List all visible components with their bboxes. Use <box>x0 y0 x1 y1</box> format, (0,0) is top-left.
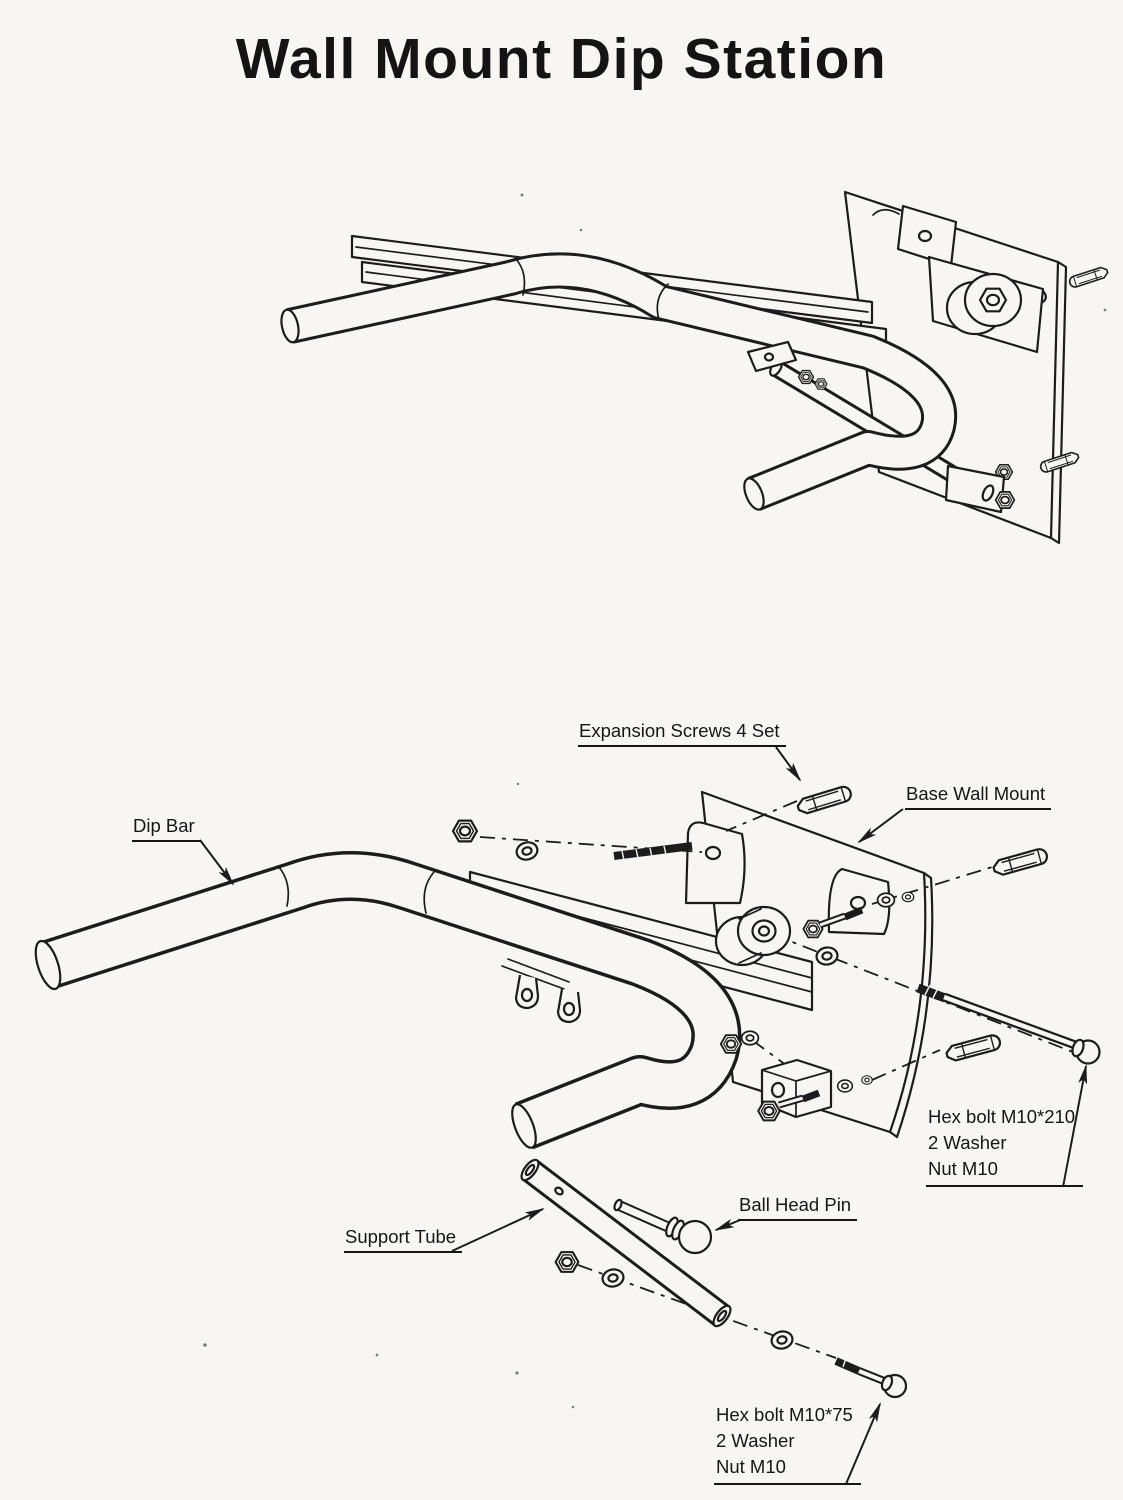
pivot-bushing <box>927 255 1045 354</box>
hex-bolt-head <box>994 491 1016 509</box>
pivot-bushing-exploded <box>714 905 792 967</box>
label-hex-bolt-75: Hex bolt M10*75 2 Washer Nut M10 <box>714 1402 861 1485</box>
label-support-tube: Support Tube <box>344 1225 463 1254</box>
assembled-view <box>280 190 1110 545</box>
hex-bolt-m10-210 <box>916 983 1101 1065</box>
label-hex-bolt-210: Hex bolt M10*210 2 Washer Nut M10 <box>926 1104 1084 1187</box>
ball-head-pin <box>613 1198 713 1255</box>
leader-dip-bar <box>199 839 235 886</box>
leader-arrows <box>199 746 1088 1485</box>
hex-bolt-75-line3: Nut M10 <box>716 1456 786 1477</box>
bar-clamp <box>746 340 828 390</box>
scan-speckles <box>203 193 1107 1409</box>
support-tube-exploded <box>520 1158 732 1328</box>
pivot-bolt-threads <box>613 842 693 861</box>
label-expansion-screws: Expansion Screws 4 Set <box>578 719 786 748</box>
bar-mount-tabs <box>501 958 582 1024</box>
hex-bolt-210-line1: Hex bolt M10*210 <box>928 1106 1076 1127</box>
exploded-view <box>34 783 1101 1399</box>
label-dip-bar: Dip Bar <box>132 814 201 843</box>
hex-bolt-210-line2: 2 Washer <box>928 1132 1007 1153</box>
leader-support-tube <box>451 1208 545 1252</box>
leader-hex-bolt-75 <box>845 1402 881 1485</box>
hex-bolt-75-line2: 2 Washer <box>716 1430 795 1451</box>
hex-bolt-210-line3: Nut M10 <box>928 1158 998 1179</box>
label-ball-head-pin-text: Ball Head Pin <box>738 1193 858 1222</box>
leader-hex-bolt-210 <box>1062 1064 1088 1188</box>
dip-bar-assembled <box>280 252 958 511</box>
dip-bar-exploded <box>34 851 742 1150</box>
hex-bolt-m10-75 <box>834 1357 908 1399</box>
upper-lug <box>684 821 746 905</box>
lower-lug-bolt <box>757 1089 821 1122</box>
label-ball-head-pin: Ball Head Pin <box>738 1193 858 1222</box>
leader-expansion-screws <box>775 746 802 782</box>
label-expansion-screws-text: Expansion Screws 4 Set <box>578 719 786 748</box>
leader-ball-head-pin <box>714 1218 741 1231</box>
label-base-wall-mount: Base Wall Mount <box>905 782 1052 811</box>
page-title: Wall Mount Dip Station <box>235 27 888 91</box>
leader-base-wall-mount <box>857 808 904 844</box>
lower-bracket-lug <box>944 464 1016 514</box>
mid-lug-bolt <box>802 906 864 939</box>
hex-bolt-75-line1: Hex bolt M10*75 <box>716 1404 853 1425</box>
label-dip-bar-text: Dip Bar <box>132 814 201 843</box>
label-support-tube-text: Support Tube <box>344 1225 463 1254</box>
label-base-wall-mount-text: Base Wall Mount <box>905 782 1052 811</box>
